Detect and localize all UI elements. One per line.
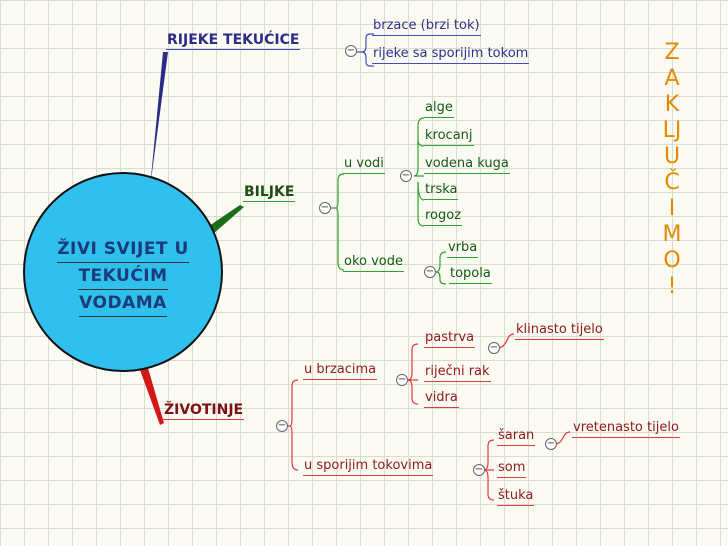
side-letter: A: [664, 66, 680, 91]
side-letter: LJ: [662, 118, 682, 143]
node-klinasto-tijelo[interactable]: klinasto tijelo: [515, 322, 604, 340]
branch-connector-rijeke: [150, 52, 168, 188]
node-brzace[interactable]: brzace (brzi tok): [372, 18, 481, 36]
side-letter: I: [668, 196, 676, 221]
node-rijeke-sporiji-tok[interactable]: rijeke sa sporijim tokom: [372, 46, 530, 64]
collapse-pastrva-icon[interactable]: −: [488, 342, 500, 354]
side-letter: O: [663, 248, 681, 273]
node-u-vodi[interactable]: u vodi: [343, 156, 385, 174]
branch-connector-zivotinje: [140, 368, 164, 425]
collapse-u-sporijim-tokovima-icon[interactable]: −: [473, 464, 485, 476]
node-u-brzacima[interactable]: u brzacima: [303, 362, 378, 380]
node-vretenasto-tijelo[interactable]: vretenasto tijelo: [572, 420, 680, 438]
zivotinje-links: [286, 333, 571, 501]
side-letter: K: [664, 92, 680, 117]
collapse-rijeke-icon[interactable]: −: [345, 45, 357, 57]
side-letter: U: [663, 144, 681, 169]
side-letter: Č: [664, 170, 680, 195]
collapse-u-vodi-icon[interactable]: −: [400, 170, 412, 182]
collapse-saran-icon[interactable]: −: [545, 438, 557, 450]
node-rijecni-rak[interactable]: riječni rak: [424, 364, 491, 382]
central-topic-circle[interactable]: [23, 172, 223, 372]
node-alge[interactable]: alge: [424, 100, 454, 118]
branch-connector-biljke: [206, 205, 244, 234]
node-oko-vode[interactable]: oko vode: [343, 254, 405, 272]
branch-rijeke-tekucice[interactable]: RIJEKE TEKUĆICE: [166, 32, 301, 50]
central-line-1: ŽIVI SVIJET U: [57, 236, 189, 263]
branch-biljke[interactable]: BILJKE: [243, 184, 296, 202]
side-letter: Z: [664, 40, 680, 65]
side-vertical-text: Z A K LJ U Č I M O !: [652, 40, 692, 300]
collapse-zivotinje-icon[interactable]: −: [276, 420, 288, 432]
side-letter: !: [667, 274, 677, 299]
side-letter: M: [662, 222, 682, 247]
node-saran[interactable]: šaran: [497, 428, 536, 446]
node-u-sporijim-tokovima[interactable]: u sporijim tokovima: [303, 458, 434, 476]
central-topic-label[interactable]: ŽIVI SVIJET U TEKUĆIM VODAMA: [23, 236, 223, 317]
collapse-u-brzacima-icon[interactable]: −: [396, 374, 408, 386]
node-rogoz[interactable]: rogoz: [424, 208, 463, 226]
collapse-oko-vode-icon[interactable]: −: [424, 266, 436, 278]
rijeke-links: [356, 33, 374, 67]
biljke-links: [330, 117, 447, 285]
node-topola[interactable]: topola: [449, 266, 492, 284]
collapse-biljke-icon[interactable]: −: [319, 202, 331, 214]
node-som[interactable]: som: [497, 460, 527, 478]
node-stuka[interactable]: štuka: [497, 488, 535, 506]
branch-zivotinje[interactable]: ŽIVOTINJE: [163, 402, 245, 420]
central-line-2: TEKUĆIM: [78, 263, 168, 290]
node-pastrva[interactable]: pastrva: [424, 330, 476, 348]
node-vrba[interactable]: vrba: [447, 240, 479, 258]
node-trska[interactable]: trska: [424, 182, 459, 200]
node-krocanj[interactable]: krocanj: [424, 128, 474, 146]
node-vidra[interactable]: vidra: [424, 390, 459, 408]
central-line-3: VODAMA: [79, 290, 167, 317]
node-vodena-kuga[interactable]: vodena kuga: [424, 156, 510, 174]
